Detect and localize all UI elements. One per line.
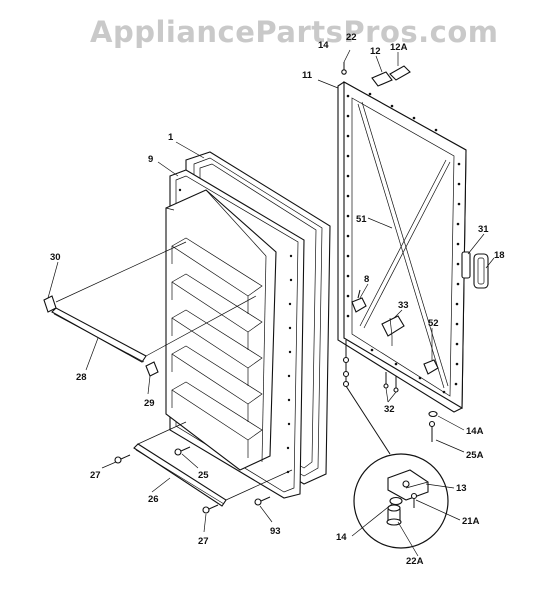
callout-12A: 12A [390,42,408,53]
handle-18[interactable] [473,253,489,289]
callout-28: 28 [76,372,87,383]
callout-18: 18 [494,250,505,261]
screw-27-left[interactable] [114,454,131,464]
screw-93[interactable] [254,496,271,506]
door-shelves [165,189,277,471]
callout-31: 31 [478,224,489,235]
screw-21A[interactable] [410,492,418,509]
callout-9: 9 [148,154,153,165]
callout-11: 11 [302,70,313,81]
callout-12: 12 [370,46,381,57]
callout-14-top: 14 [318,40,329,51]
detail-leader [345,385,391,455]
callout-32: 32 [384,404,395,415]
callout-27-left: 27 [90,470,101,481]
plug-12[interactable] [371,71,393,87]
callout-labels: 1 9 30 28 29 27 26 25 27 93 14 22 12 12A… [50,32,505,567]
clip-29[interactable] [145,361,159,377]
screw-27-right[interactable] [202,504,219,514]
callout-25: 25 [198,470,209,481]
leader-lines [47,49,495,557]
callout-52: 52 [428,318,439,329]
rail-guide-line-1 [55,241,187,303]
bracket-8[interactable] [351,289,367,313]
plug-12A[interactable] [389,65,411,81]
callout-30: 30 [50,252,61,263]
callout-22A: 22A [406,556,424,567]
callout-26: 26 [148,494,159,505]
callout-33: 33 [398,300,409,311]
watermark: AppliancePartsPros.com [90,15,498,49]
door-panel-11[interactable] [337,81,467,413]
handle-31[interactable] [461,251,471,279]
bracket-33[interactable] [381,315,405,346]
screw-14-top[interactable] [341,62,347,75]
rail-guide-line-2 [145,295,257,357]
shelf-rail-28[interactable] [51,307,147,363]
callout-8: 8 [364,274,369,285]
callout-93: 93 [270,526,281,537]
hinge-pin-22A[interactable] [386,504,402,526]
latch-52[interactable] [423,359,439,375]
callout-51: 51 [356,214,367,225]
retainer-30[interactable] [43,295,57,313]
detail-circle [353,453,449,549]
callout-25A: 25A [466,450,484,461]
bar-guide-line-2 [225,469,293,501]
washer-14-detail[interactable] [389,496,403,506]
callout-1: 1 [168,132,174,143]
screw-25A[interactable] [428,420,436,443]
screw-25[interactable] [174,446,191,456]
callout-14-detail: 14 [336,532,347,543]
bar-guide-line-1 [137,421,187,445]
callout-22: 22 [346,32,357,43]
hinge-stack[interactable] [342,340,350,388]
callout-13: 13 [456,483,467,494]
callout-27-right: 27 [198,536,209,547]
callout-29: 29 [144,398,155,409]
hinge-bracket-13[interactable] [387,469,429,501]
washer-14A[interactable] [428,410,438,418]
callout-21A: 21A [462,516,480,527]
door-panel-holes [346,92,461,394]
callout-14A: 14A [466,426,484,437]
